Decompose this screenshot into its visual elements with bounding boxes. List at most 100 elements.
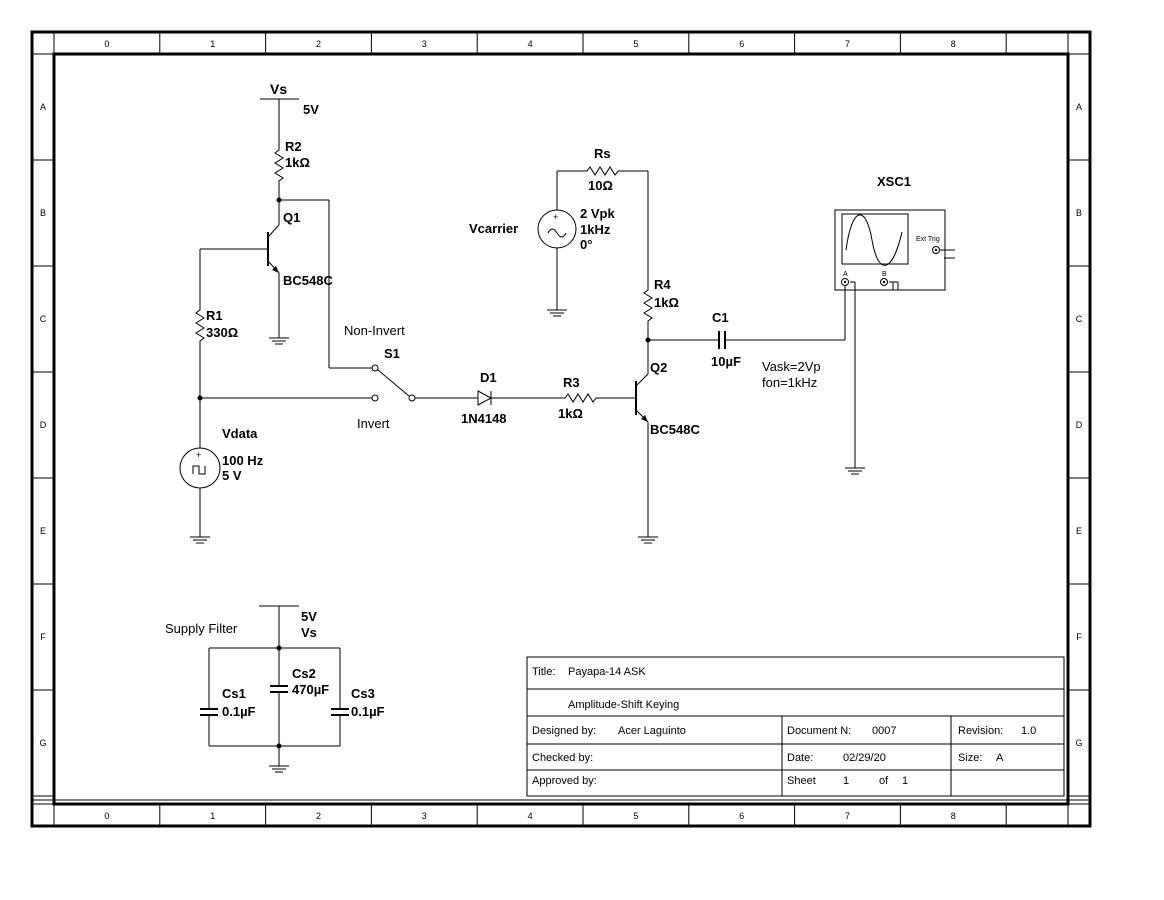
c1-value: 10µF — [711, 354, 741, 369]
supply-filter-title: Supply Filter — [165, 621, 238, 636]
column-label-top: 0 — [104, 39, 109, 49]
column-label-top: 3 — [422, 39, 427, 49]
designed-value: Acer Laguinto — [618, 725, 686, 737]
resistor-r4[interactable]: R4 1kΩ — [643, 171, 679, 343]
row-dividers — [32, 53, 1090, 797]
r2-value: 1kΩ — [285, 155, 310, 170]
row-label-left: F — [40, 632, 46, 642]
column-label-bottom: 0 — [104, 811, 109, 821]
diode-d1[interactable]: D1 1N4148 — [461, 370, 555, 426]
vdata-plus: + — [196, 450, 201, 460]
row-label-right: A — [1076, 102, 1082, 112]
revision-value: 1.0 — [1021, 725, 1036, 737]
document-label: Document N: — [787, 725, 851, 737]
column-label-bottom: 4 — [528, 811, 533, 821]
supply-name: Vs — [301, 625, 317, 640]
channel-a-terminal[interactable] — [841, 278, 849, 286]
approved-label: Approved by: — [532, 775, 597, 787]
capacitor-cs2[interactable]: Cs2 470µF — [270, 666, 329, 697]
row-label-right: C — [1076, 314, 1083, 324]
cs2-value: 470µF — [292, 682, 329, 697]
column-label-bottom: 7 — [845, 811, 850, 821]
vdata-name: Vdata — [222, 426, 258, 441]
vs-supply-top: Vs 5V — [260, 81, 319, 140]
of-value: 1 — [902, 775, 908, 787]
vcarrier-amp: 2 Vpk — [580, 206, 615, 221]
oscilloscope-screen — [841, 213, 909, 265]
date-value: 02/29/20 — [843, 752, 886, 764]
column-label-top: 4 — [528, 39, 533, 49]
designed-label: Designed by: — [532, 725, 596, 737]
capacitor-cs3[interactable]: Cs3 0.1µF — [331, 686, 385, 719]
s1-name: S1 — [384, 346, 400, 361]
resistor-r3[interactable]: R3 1kΩ — [555, 375, 636, 421]
column-label-bottom: 5 — [633, 811, 638, 821]
subtitle-value: Amplitude-Shift Keying — [568, 699, 679, 711]
cs3-name: Cs3 — [351, 686, 375, 701]
revision-label: Revision: — [958, 725, 1003, 737]
column-label-bottom: 8 — [951, 811, 956, 821]
date-label: Date: — [787, 752, 813, 764]
vdata-freq: 100 Hz — [222, 453, 264, 468]
r3-name: R3 — [563, 375, 580, 390]
vdata-amp: 5 V — [222, 468, 242, 483]
resistor-r1[interactable]: R1 330Ω — [195, 249, 238, 398]
column-label-bottom: 2 — [316, 811, 321, 821]
source-vdata[interactable]: + Vdata 100 Hz 5 V — [179, 398, 264, 544]
r1-name: R1 — [206, 308, 223, 323]
sheet-label: Sheet — [787, 775, 816, 787]
vs-label: Vs — [270, 81, 287, 97]
capacitor-c1[interactable]: C1 10µF — [648, 285, 846, 369]
channel-b-terminal[interactable] — [880, 278, 888, 286]
d1-name: D1 — [480, 370, 497, 385]
title-block: Title: Payapa-14 ASK Amplitude-Shift Key… — [526, 656, 1065, 797]
switch-s1[interactable]: Non-Invert S1 Invert — [344, 323, 478, 431]
vs-value: 5V — [303, 102, 319, 117]
transistor-q1[interactable]: Q1 BC548C — [200, 200, 333, 345]
row-label-left: D — [40, 420, 47, 430]
of-label: of — [879, 775, 889, 787]
row-label-left: A — [40, 102, 46, 112]
cs3-value: 0.1µF — [351, 704, 385, 719]
resistor-r2[interactable]: R2 1kΩ — [274, 139, 310, 200]
s1-invert-label: Invert — [357, 416, 390, 431]
wire-q1-collector-to-switch — [276, 197, 372, 369]
resistor-rs[interactable]: Rs 10Ω — [557, 146, 648, 193]
supply-value: 5V — [301, 609, 317, 624]
transistor-q2[interactable]: Q2 BC548C — [635, 340, 700, 544]
r1-value: 330Ω — [206, 325, 238, 340]
row-label-right: B — [1076, 208, 1082, 218]
vcarrier-plus: + — [553, 212, 558, 222]
title-label: Title: — [532, 666, 555, 678]
xsc1-ext-trig-label: Ext Trig — [916, 236, 940, 243]
q2-model: BC548C — [650, 422, 700, 437]
row-label-left: G — [39, 738, 46, 748]
row-label-right: E — [1076, 526, 1082, 536]
source-vcarrier[interactable]: + Vcarrier 2 Vpk 1kHz 0° — [469, 171, 615, 317]
column-label-bottom: 3 — [422, 811, 427, 821]
column-dividers — [53, 32, 1007, 826]
rs-value: 10Ω — [588, 178, 613, 193]
column-label-bottom: 6 — [739, 811, 744, 821]
document-value: 0007 — [872, 725, 896, 737]
d1-model: 1N4148 — [461, 411, 507, 426]
checked-label: Checked by: — [532, 752, 593, 764]
column-label-top: 2 — [316, 39, 321, 49]
row-label-right: D — [1076, 420, 1083, 430]
note-line2: fon=1kHz — [762, 375, 817, 390]
oscilloscope-xsc1[interactable]: XSC1 Ext Trig A B — [834, 174, 955, 475]
capacitor-cs1[interactable]: Cs1 0.1µF — [200, 686, 256, 719]
q1-name: Q1 — [283, 210, 300, 225]
xsc1-name: XSC1 — [877, 174, 911, 189]
r4-value: 1kΩ — [654, 295, 679, 310]
row-label-left: C — [40, 314, 47, 324]
column-label-top: 7 — [845, 39, 850, 49]
r2-name: R2 — [285, 139, 302, 154]
s1-noninvert-label: Non-Invert — [344, 323, 405, 338]
row-label-left: E — [40, 526, 46, 536]
